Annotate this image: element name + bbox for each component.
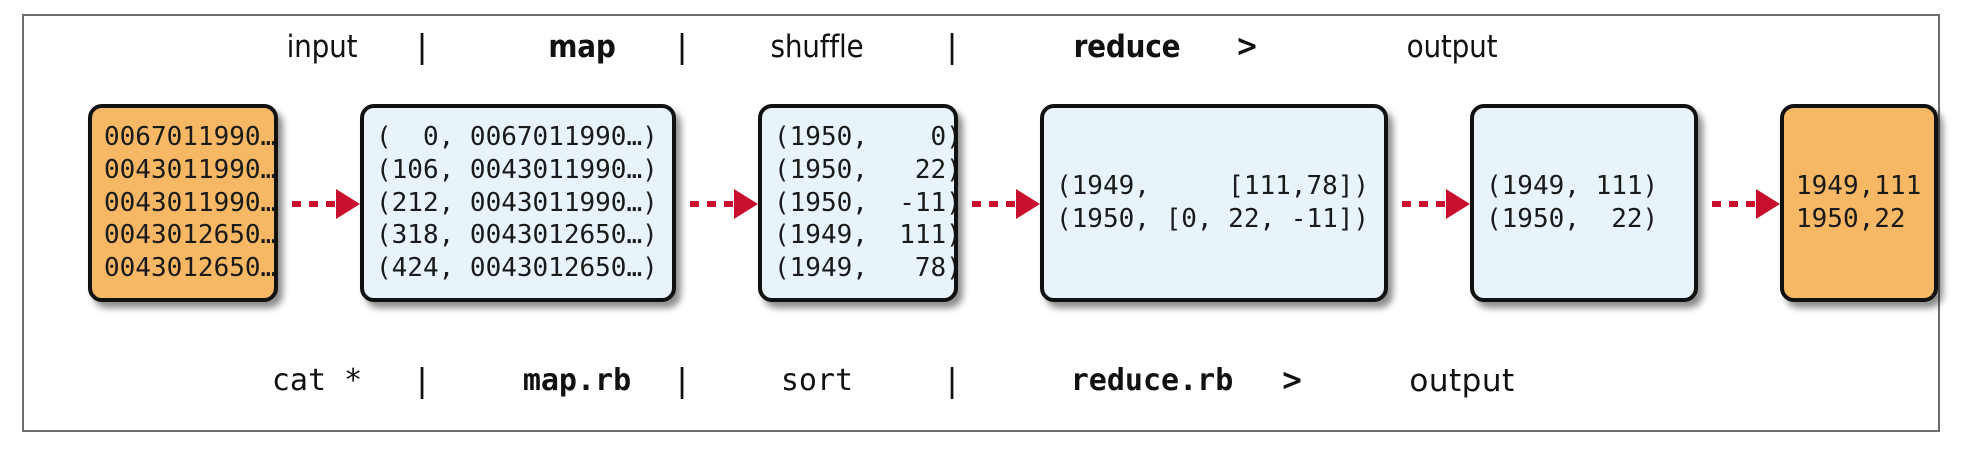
output-line-1: 1949,111 bbox=[1796, 171, 1922, 202]
input-line-1: 0067011990… bbox=[104, 122, 277, 153]
input-line-3: 0043011990… bbox=[104, 187, 277, 218]
box-output-file: 1949,111 1950,22 bbox=[1780, 104, 1938, 302]
box-reduce-output-lines: (1949, 111) (1950, 22) bbox=[1474, 170, 1694, 236]
map-input-line-4: (318, 0043012650…) bbox=[376, 220, 658, 251]
shuffle-line-1: (1949, [111,78]) bbox=[1056, 171, 1370, 202]
arrow-dots bbox=[1402, 201, 1445, 207]
box-map-output-lines: (1950, 0) (1950, 22) (1950, -11) (1949, … bbox=[762, 121, 954, 285]
map-output-line-4: (1949, 111) bbox=[774, 220, 958, 251]
box-map-input-records: ( 0, 0067011990…) (106, 0043011990…) (21… bbox=[360, 104, 676, 302]
arrow-head bbox=[1446, 189, 1470, 219]
arrow-dots bbox=[1712, 201, 1755, 207]
arrow-head bbox=[734, 189, 758, 219]
box-map-output-pairs: (1950, 0) (1950, 22) (1950, -11) (1949, … bbox=[758, 104, 958, 302]
input-line-4: 0043012650… bbox=[104, 220, 277, 251]
shuffle-line-2: (1950, [0, 22, -11]) bbox=[1056, 204, 1370, 234]
map-output-line-3: (1950, -11) bbox=[774, 187, 958, 218]
box-input-file-lines: 0067011990… 0043011990… 0043011990… 0043… bbox=[92, 121, 274, 285]
box-shuffle-lines: (1949, [111,78]) (1950, [0, 22, -11]) bbox=[1044, 170, 1384, 236]
reduce-output-line-1: (1949, 111) bbox=[1486, 171, 1659, 202]
arrow-dots bbox=[972, 201, 1015, 207]
map-output-line-2: (1950, 22) bbox=[774, 154, 958, 185]
map-input-line-3: (212, 0043011990…) bbox=[376, 187, 658, 218]
map-input-line-1: ( 0, 0067011990…) bbox=[376, 122, 658, 153]
input-line-5: 0043012650… bbox=[104, 253, 277, 284]
input-line-2: 0043011990… bbox=[104, 154, 277, 185]
arrow-map-to-shuffle bbox=[972, 189, 1040, 219]
arrow-shuffle-to-reduce bbox=[1402, 189, 1470, 219]
box-output-file-lines: 1949,111 1950,22 bbox=[1784, 170, 1934, 236]
arrow-dots bbox=[292, 201, 335, 207]
map-output-line-1: (1950, 0) bbox=[774, 122, 958, 153]
box-reduce-output-pairs: (1949, 111) (1950, 22) bbox=[1470, 104, 1698, 302]
arrow-input-to-map bbox=[292, 189, 360, 219]
output-line-2: 1950,22 bbox=[1796, 204, 1906, 234]
map-input-line-2: (106, 0043011990…) bbox=[376, 154, 658, 185]
box-shuffle-grouped-pairs: (1949, [111,78]) (1950, [0, 22, -11]) bbox=[1040, 104, 1388, 302]
box-input-file: 0067011990… 0043011990… 0043011990… 0043… bbox=[88, 104, 278, 302]
arrow-reduce-to-output bbox=[1712, 189, 1780, 219]
arrow-head bbox=[1756, 189, 1780, 219]
map-output-line-5: (1949, 78) bbox=[774, 253, 958, 284]
arrow-head bbox=[1016, 189, 1040, 219]
arrow-head bbox=[336, 189, 360, 219]
arrow-map-in-to-map-out bbox=[690, 189, 758, 219]
map-input-line-5: (424, 0043012650…) bbox=[376, 253, 658, 284]
box-map-input-lines: ( 0, 0067011990…) (106, 0043011990…) (21… bbox=[364, 121, 672, 285]
arrow-dots bbox=[690, 201, 733, 207]
reduce-output-line-2: (1950, 22) bbox=[1486, 204, 1659, 234]
